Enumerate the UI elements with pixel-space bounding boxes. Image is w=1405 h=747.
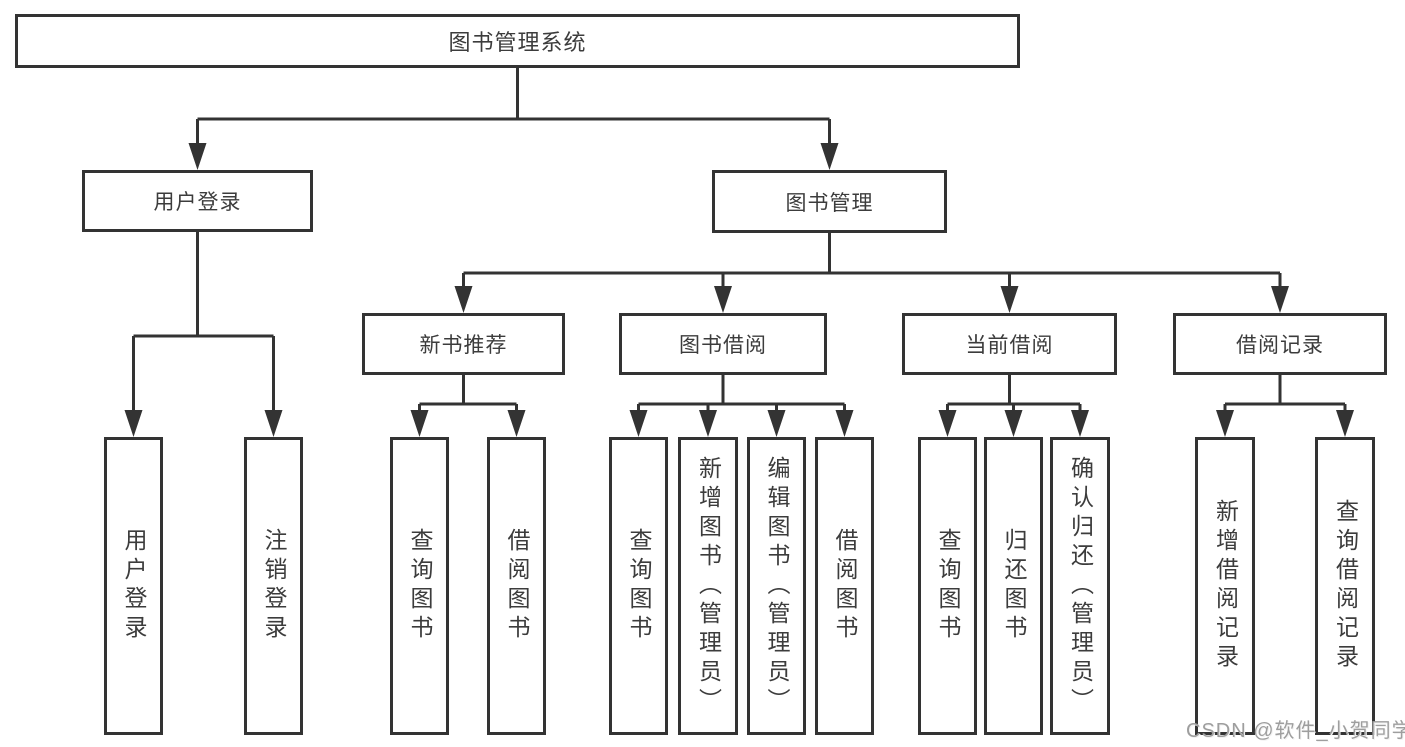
node-label: 注销登录 xyxy=(261,528,287,644)
node-label: 新增借阅记录 xyxy=(1212,499,1239,673)
node-label: 图书管理系统 xyxy=(448,30,587,55)
arrowhead-icon xyxy=(507,410,526,437)
node-library-management-system: 图书管理系统 xyxy=(15,14,1020,68)
connector-root-to-level2 xyxy=(196,68,831,144)
connector-current-to-leaves xyxy=(946,375,1082,412)
connector-userlogin-to-leaves xyxy=(132,232,275,412)
arrowhead-icon xyxy=(820,143,839,170)
node-new-book-recommend: 新书推荐 xyxy=(362,313,565,375)
node-label: 查询图书 xyxy=(626,528,652,644)
node-label: 编辑图书（管理员） xyxy=(764,455,790,717)
leaf-br-query-record: 查询借阅记录 xyxy=(1315,437,1375,735)
node-label: 归还图书 xyxy=(1001,528,1027,644)
leaf-bb-add-books-admin: 新增图书（管理员） xyxy=(678,437,738,735)
arrowhead-icon xyxy=(1071,410,1089,437)
leaf-br-add-record: 新增借阅记录 xyxy=(1195,437,1255,735)
arrowhead-icon xyxy=(699,410,717,437)
arrowhead-icon xyxy=(124,410,143,437)
arrowhead-icon xyxy=(1271,286,1289,313)
node-label: 图书管理 xyxy=(785,191,874,215)
leaf-nb-query-books: 查询图书 xyxy=(390,437,449,735)
connector-bookmgmt-to-level3 xyxy=(462,233,1282,288)
leaf-cb-confirm-return-admin: 确认归还（管理员） xyxy=(1050,437,1110,735)
leaf-logout: 注销登录 xyxy=(244,437,303,735)
node-label: 借阅记录 xyxy=(1236,334,1324,357)
arrowhead-icon xyxy=(1000,286,1019,313)
arrowhead-icon xyxy=(454,286,473,313)
connector-borrowing-to-leaves xyxy=(637,375,846,412)
node-book-borrowing: 图书借阅 xyxy=(619,313,827,375)
arrowhead-icon xyxy=(938,410,957,437)
arrowhead-icon xyxy=(767,410,786,437)
arrowhead-icon xyxy=(1336,410,1354,437)
node-label: 新书推荐 xyxy=(419,334,508,357)
leaf-cb-return-books: 归还图书 xyxy=(984,437,1043,735)
arrowhead-icon xyxy=(629,410,648,437)
node-label: 确认归还（管理员） xyxy=(1067,455,1094,717)
connector-newbook-to-leaves xyxy=(418,375,518,412)
node-user-login: 用户登录 xyxy=(82,170,313,232)
node-current-borrowing: 当前借阅 xyxy=(902,313,1117,375)
arrowhead-icon xyxy=(1216,410,1234,437)
node-label: 借阅图书 xyxy=(832,528,858,644)
node-label: 借阅图书 xyxy=(504,528,530,644)
arrowhead-icon xyxy=(1004,410,1023,437)
node-label: 查询借阅记录 xyxy=(1332,499,1359,673)
arrowhead-icon xyxy=(835,410,854,437)
arrowhead-icon xyxy=(188,143,207,170)
leaf-bb-borrow-books: 借阅图书 xyxy=(815,437,874,735)
node-label: 查询图书 xyxy=(935,528,961,644)
leaf-bb-edit-books-admin: 编辑图书（管理员） xyxy=(747,437,806,735)
csdn-watermark: CSDN @软件_小贺同学 xyxy=(1186,720,1405,742)
node-label: 新增图书（管理员） xyxy=(695,455,722,717)
leaf-bb-query-books: 查询图书 xyxy=(609,437,668,735)
arrowhead-icon xyxy=(264,410,283,437)
leaf-nb-borrow-books: 借阅图书 xyxy=(487,437,546,735)
node-borrowing-records: 借阅记录 xyxy=(1173,313,1387,375)
node-label: 用户登录 xyxy=(121,528,147,644)
leaf-user-login: 用户登录 xyxy=(104,437,163,735)
leaf-cb-query-books: 查询图书 xyxy=(918,437,977,735)
node-book-management: 图书管理 xyxy=(712,170,947,233)
node-label: 用户登录 xyxy=(153,191,242,214)
connector-records-to-leaves xyxy=(1223,375,1347,412)
node-label: 查询图书 xyxy=(407,528,433,644)
node-label: 图书借阅 xyxy=(679,334,767,357)
arrowhead-icon xyxy=(714,286,732,313)
arrowheads xyxy=(124,143,1354,437)
node-label: 当前借阅 xyxy=(965,334,1054,357)
arrowhead-icon xyxy=(410,410,429,437)
